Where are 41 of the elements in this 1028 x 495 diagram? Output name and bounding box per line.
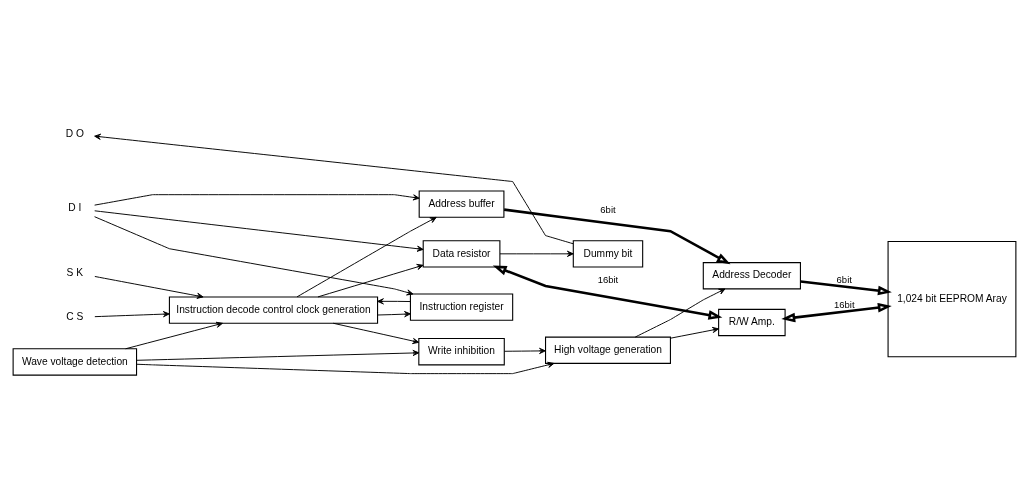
node-box: Address buffer xyxy=(418,190,504,218)
arrow xyxy=(93,193,420,206)
node-box: Address Decoder xyxy=(702,261,801,289)
edge-label: 16bit xyxy=(833,298,855,310)
arrow xyxy=(332,322,419,344)
arrow xyxy=(93,133,574,244)
arrow xyxy=(93,275,204,299)
arrow xyxy=(135,349,419,361)
arrow xyxy=(780,302,892,322)
edge-label: 6bit xyxy=(599,203,616,215)
arrow xyxy=(93,310,170,317)
node-text: D O xyxy=(65,127,84,139)
node-box: Data resistor xyxy=(422,239,500,268)
arrow xyxy=(376,297,411,304)
arrow xyxy=(503,207,731,264)
arrow xyxy=(376,310,411,317)
arrow xyxy=(317,263,423,297)
arrow xyxy=(634,287,725,338)
node-text: C S xyxy=(65,310,83,322)
node-box: Dummy bit xyxy=(572,239,643,268)
arrow xyxy=(296,216,437,297)
node-box: Write inhibition xyxy=(417,337,505,365)
arrow xyxy=(499,250,574,257)
arrow xyxy=(135,361,554,374)
arrow xyxy=(669,326,719,339)
node-box: Instruction register xyxy=(409,292,513,321)
arrow xyxy=(93,215,413,295)
arrow xyxy=(93,209,424,252)
node-text: S K xyxy=(66,266,83,278)
edge-label: 16bit xyxy=(597,273,618,285)
arrow xyxy=(124,321,223,349)
arrow xyxy=(800,279,892,295)
node-box: 1,024 bit EEPROM Aray xyxy=(887,240,1016,357)
node-text: D I xyxy=(67,201,81,213)
arrow xyxy=(492,265,722,320)
node-box: High voltage generation xyxy=(544,336,671,364)
node-box: Wave voltage detection xyxy=(12,347,137,376)
arrow xyxy=(503,347,546,354)
node-box: R/W Amp. xyxy=(717,308,786,336)
node-box: Instruction decode control clock generation xyxy=(168,295,378,324)
edge-label: 6bit xyxy=(836,273,852,285)
